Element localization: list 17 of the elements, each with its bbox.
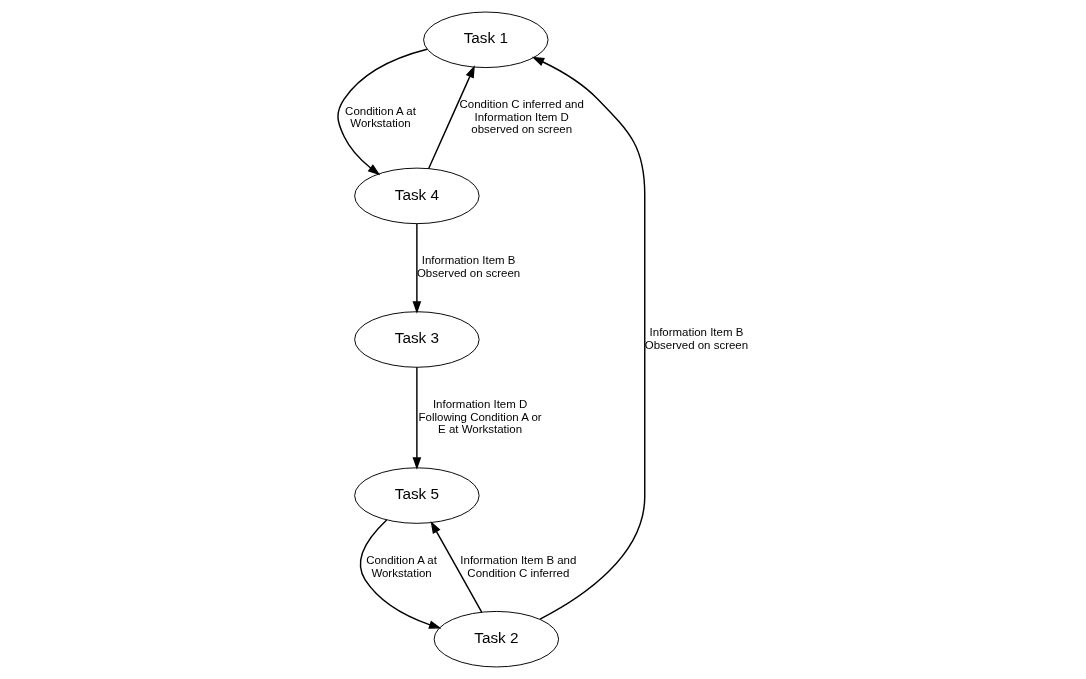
edge-label: Condition A at Workstation xyxy=(366,554,437,579)
node-ellipse: Task 3 xyxy=(354,311,480,368)
arrow xyxy=(430,520,483,613)
edge-label: Condition A at Workstation xyxy=(345,104,416,130)
node-ellipse: Task 4 xyxy=(354,167,480,225)
node-ellipse: Task 2 xyxy=(433,610,560,668)
arrow xyxy=(412,223,422,314)
edge-label: Information Item B and Condition C inferred xyxy=(460,554,577,579)
edge-label: Condition C inferred and Information Item D observed on screen xyxy=(459,98,584,136)
arrow xyxy=(531,56,646,620)
edge-label: Information Item D Following Condition A or E at Workstation xyxy=(418,398,542,435)
arrow xyxy=(412,366,422,470)
edge-label: Information Item B Observed on screen xyxy=(644,326,749,351)
arrow xyxy=(359,519,442,629)
arrow xyxy=(337,48,428,176)
arrow xyxy=(427,65,475,170)
node-ellipse: Task 5 xyxy=(354,467,480,524)
